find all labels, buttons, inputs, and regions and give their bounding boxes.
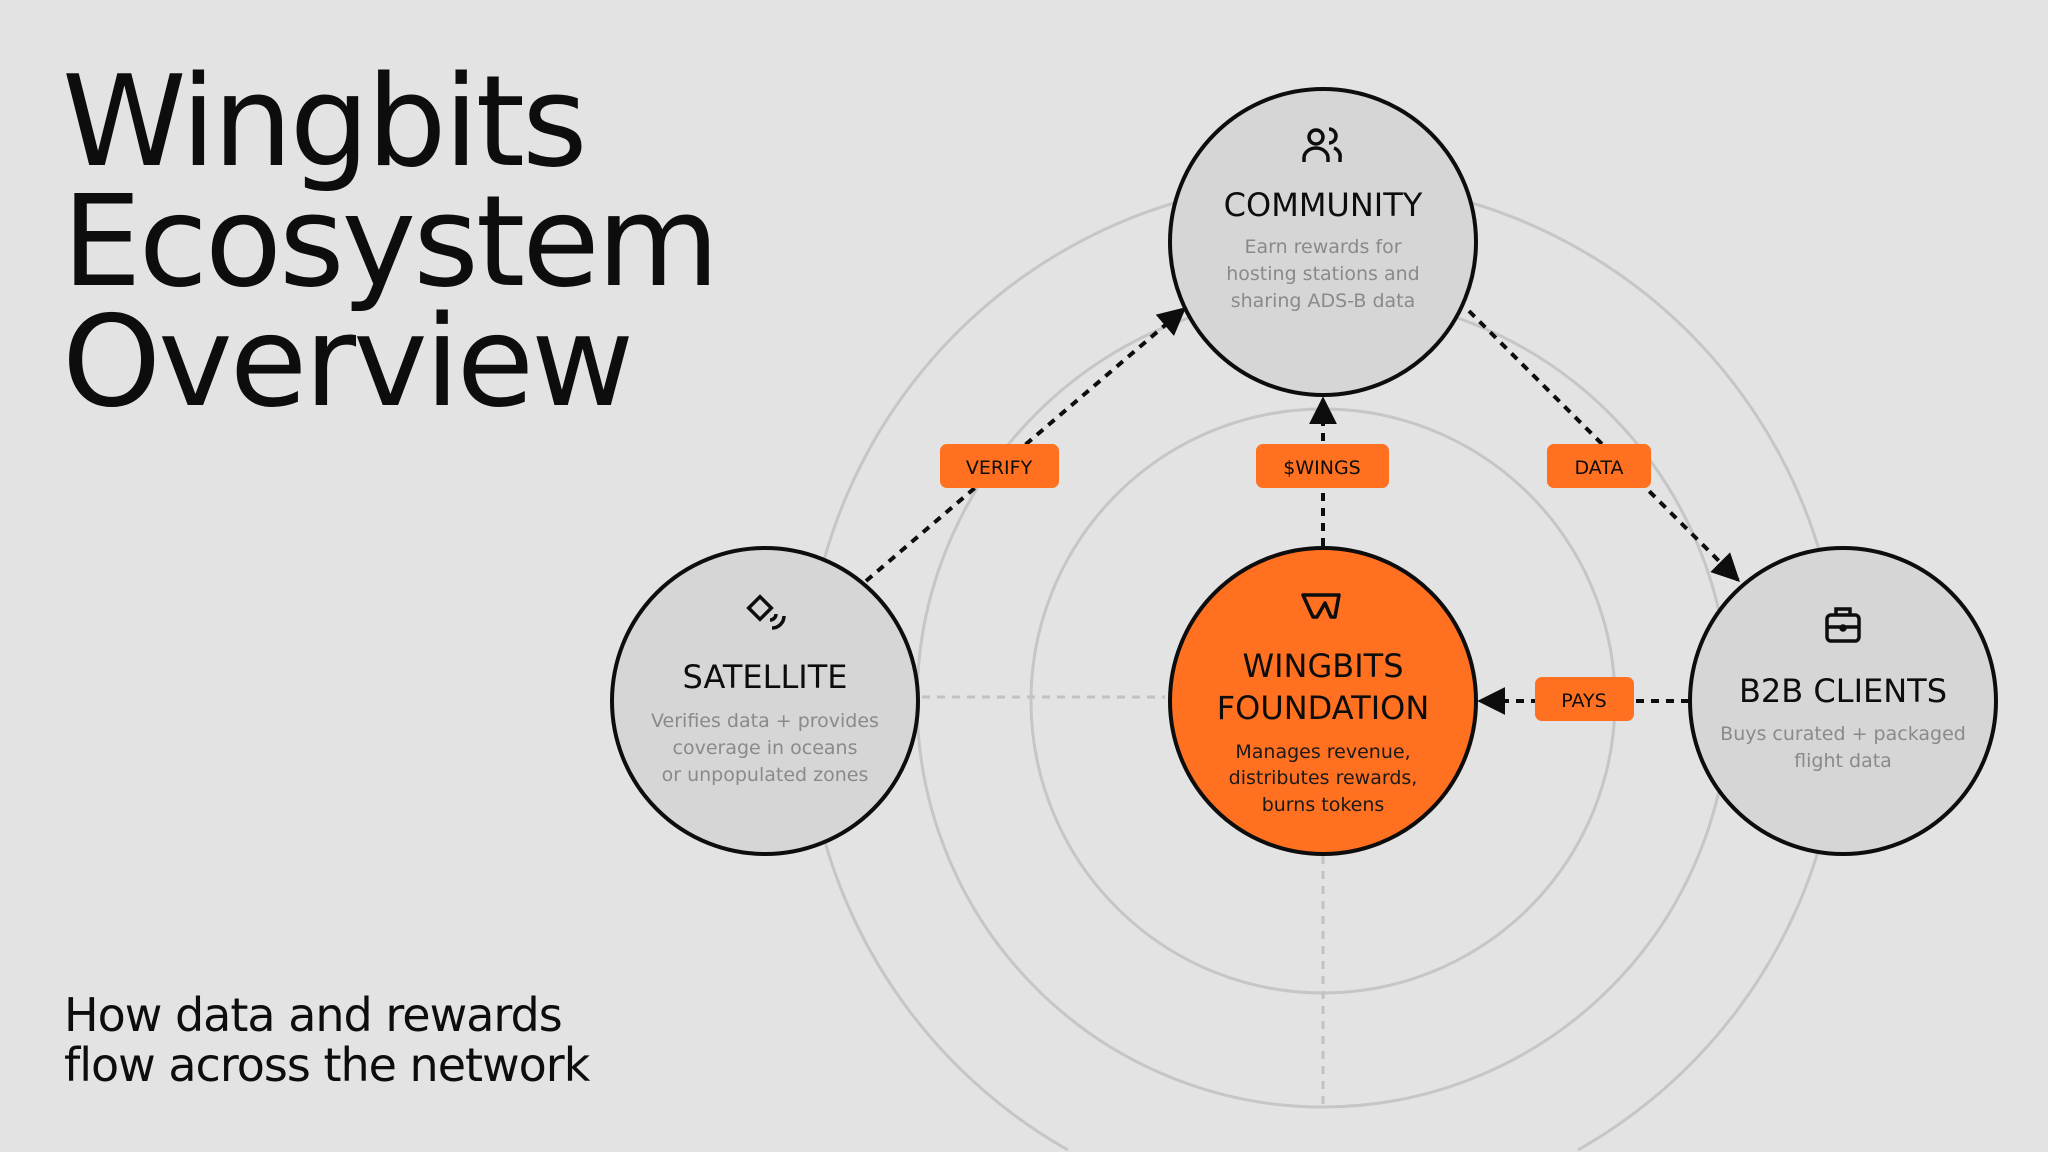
node-desc: Buys curated + packaged (1720, 723, 1966, 745)
node-title: WINGBITS (1242, 647, 1403, 685)
node-satellite: SATELLITE Verifies data + provides cover… (610, 546, 920, 856)
subtitle-line: flow across the network (64, 1038, 590, 1092)
node-desc: Verifies data + provides (651, 710, 879, 732)
flow-label-pays: PAYS (1535, 677, 1634, 721)
svg-text:VERIFY: VERIFY (966, 457, 1033, 479)
node-title: COMMUNITY (1224, 186, 1423, 224)
node-b2b-clients: B2B CLIENTS Buys curated + packaged flig… (1688, 546, 1998, 856)
node-desc: Manages revenue, (1235, 741, 1410, 763)
svg-text:$WINGS: $WINGS (1283, 457, 1360, 479)
node-desc: coverage in oceans (673, 737, 858, 759)
briefcase-icon (1825, 607, 1861, 643)
flow-label-data: DATA (1547, 444, 1651, 488)
node-desc: or unpopulated zones (662, 764, 869, 786)
node-desc: hosting stations and (1226, 263, 1420, 285)
node-foundation: WINGBITS FOUNDATION Manages revenue, dis… (1168, 546, 1478, 856)
node-desc: sharing ADS-B data (1231, 290, 1416, 312)
title-line: Wingbits (62, 48, 588, 195)
svg-text:PAYS: PAYS (1561, 690, 1606, 712)
page-title: Wingbits Ecosystem Overview (62, 48, 719, 435)
arrow-satellite-to-community (864, 307, 1187, 583)
flow-label-verify: VERIFY (940, 444, 1059, 488)
arrow-community-to-b2b (1467, 309, 1740, 582)
satellite-icon (746, 594, 786, 630)
node-community: COMMUNITY Earn rewards for hosting stati… (1168, 87, 1478, 397)
title-line: Ecosystem (62, 168, 719, 315)
node-desc: Earn rewards for (1244, 236, 1401, 258)
title-line: Overview (62, 288, 634, 435)
flow-label-wings: $WINGS (1256, 444, 1389, 488)
node-desc: distributes rewards, (1229, 767, 1418, 789)
node-title: FOUNDATION (1217, 689, 1430, 727)
subtitle-line: How data and rewards (64, 988, 563, 1042)
users-icon (1302, 127, 1342, 162)
svg-text:DATA: DATA (1575, 457, 1624, 479)
wingbits-logo-icon (1301, 593, 1341, 619)
node-desc: burns tokens (1262, 794, 1385, 816)
node-title: B2B CLIENTS (1739, 672, 1947, 710)
node-desc: flight data (1794, 750, 1892, 772)
subtitle: How data and rewards flow across the net… (64, 988, 590, 1092)
node-title: SATELLITE (683, 658, 848, 696)
